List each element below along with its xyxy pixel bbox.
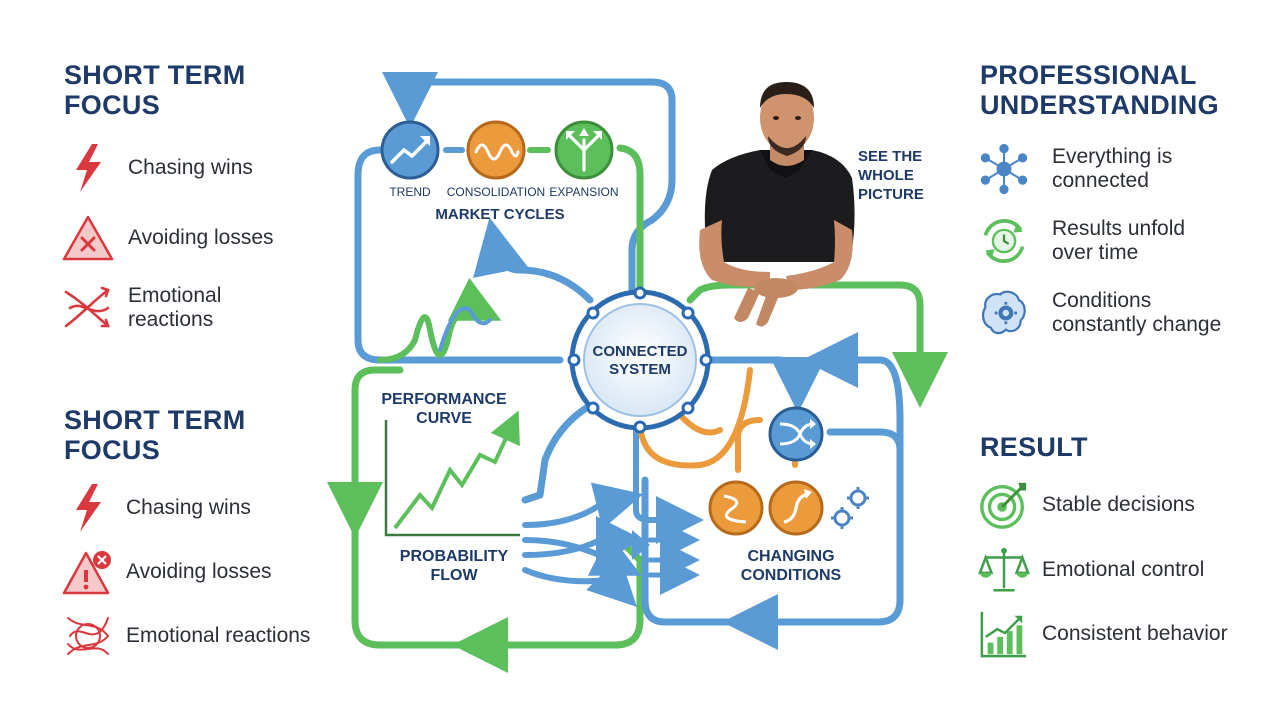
loop-green-right (686, 281, 948, 408)
left-top-item-chasing: Chasing wins (62, 142, 253, 194)
right-top-item-results: Results unfold over time (978, 215, 1185, 267)
result-item-label: Emotional control (1042, 558, 1205, 581)
expansion-node (554, 120, 614, 180)
left-top-item-label: Chasing wins (128, 156, 253, 179)
left-bottom-item-avoiding: Avoiding losses (62, 546, 272, 598)
right-top-heading: PROFESSIONAL UNDERSTANDING (980, 60, 1219, 120)
result-heading-text: RESULT (980, 432, 1088, 462)
performance-curve-chart (384, 410, 520, 537)
warning-alert-icon (62, 546, 114, 598)
loop-green-left (616, 144, 644, 294)
see-picture-line3: PICTURE (858, 186, 924, 203)
see-picture-line2: WHOLE (858, 167, 914, 184)
connected-system-node (567, 286, 713, 434)
trend-node (380, 120, 440, 180)
lightning-icon (62, 142, 114, 194)
right-top-item-label: Results unfold over time (1052, 217, 1186, 264)
trend-label: TREND (389, 185, 431, 199)
changing-line1: CHANGING (747, 548, 835, 565)
result-item-label: Stable decisions (1042, 493, 1195, 516)
left-top-item-avoiding: Avoiding losses (62, 212, 274, 264)
right-top-item-label: Everything is connected (1052, 145, 1173, 192)
network-icon (978, 143, 1030, 195)
expansion-label: EXPANSION (549, 185, 619, 199)
warning-x-icon (62, 212, 114, 264)
performance-line2: CURVE (416, 410, 472, 427)
changing-line2: CONDITIONS (740, 567, 842, 584)
balance-scale-icon (978, 544, 1030, 596)
left-bottom-item-label: Chasing wins (126, 496, 251, 519)
probability-line2: FLOW (430, 567, 478, 584)
left-bottom-item-label: Emotional reactions (126, 624, 311, 647)
right-top-item-conditions: Conditions constantly change (978, 287, 1221, 339)
changing-conditions-label: CHANGING CONDITIONS (726, 547, 856, 585)
consolidation-node (466, 120, 526, 180)
probability-flow-label: PROBABILITY FLOW (386, 547, 522, 585)
connected-system-line1: CONNECTED (592, 343, 688, 360)
presenter-photo (699, 82, 855, 327)
market-cycles-title: MARKET CYCLES (435, 206, 565, 223)
left-bottom-heading-line2: FOCUS (64, 435, 160, 465)
lightning-icon (62, 482, 114, 534)
connected-system-line2: SYSTEM (609, 361, 671, 378)
left-top-heading-line1: SHORT TERM (64, 60, 246, 90)
left-top-heading: SHORT TERM FOCUS (64, 60, 246, 120)
probability-line1: PROBABILITY (399, 548, 509, 565)
right-top-heading-line1: PROFESSIONAL (980, 60, 1197, 90)
left-bottom-item-chasing: Chasing wins (62, 482, 251, 534)
shuffle-node (768, 406, 824, 462)
left-bottom-heading-line1: SHORT TERM (64, 405, 246, 435)
left-top-item-label: Avoiding losses (128, 226, 274, 249)
right-top-item-connected: Everything is connected (978, 143, 1172, 195)
consolidation-label: CONSOLIDATION (446, 185, 546, 199)
left-bottom-item-emotional: Emotional reactions (62, 610, 310, 662)
connected-system-label: CONNECTED SYSTEM (580, 343, 700, 379)
growth-chart-icon (978, 608, 1030, 660)
result-item-label: Consistent behavior (1042, 622, 1228, 645)
result-item-consistent: Consistent behavior (978, 608, 1228, 660)
performance-curve-label: PERFORMANCE CURVE (376, 390, 512, 428)
performance-line1: PERFORMANCE (381, 391, 507, 408)
see-whole-picture-label: SEE THE WHOLE PICTURE (858, 147, 938, 204)
target-icon (978, 479, 1030, 531)
gears-icon (831, 487, 869, 529)
tangled-arrows-icon (62, 610, 114, 662)
clock-cycle-icon (978, 215, 1030, 267)
orange-condition-node-2 (768, 480, 824, 536)
left-top-item-emotional: Emotional reactions (62, 282, 221, 334)
result-item-control: Emotional control (978, 544, 1204, 596)
left-top-item-label: Emotional reactions (128, 284, 222, 331)
right-top-item-label: Conditions constantly change (1052, 289, 1222, 336)
left-bottom-heading: SHORT TERM FOCUS (64, 405, 246, 465)
loop-blue-left (354, 146, 564, 364)
see-picture-line1: SEE THE (858, 148, 923, 165)
tangled-arrows-icon (62, 282, 114, 334)
left-bottom-item-label: Avoiding losses (126, 560, 272, 583)
orange-condition-node-1 (708, 480, 764, 536)
left-top-heading-line2: FOCUS (64, 90, 160, 120)
loop-green-outer (351, 366, 644, 649)
brain-gear-icon (978, 287, 1030, 339)
right-top-heading-line2: UNDERSTANDING (980, 90, 1219, 120)
result-item-stable: Stable decisions (978, 479, 1195, 531)
result-heading: RESULT (980, 432, 1088, 462)
